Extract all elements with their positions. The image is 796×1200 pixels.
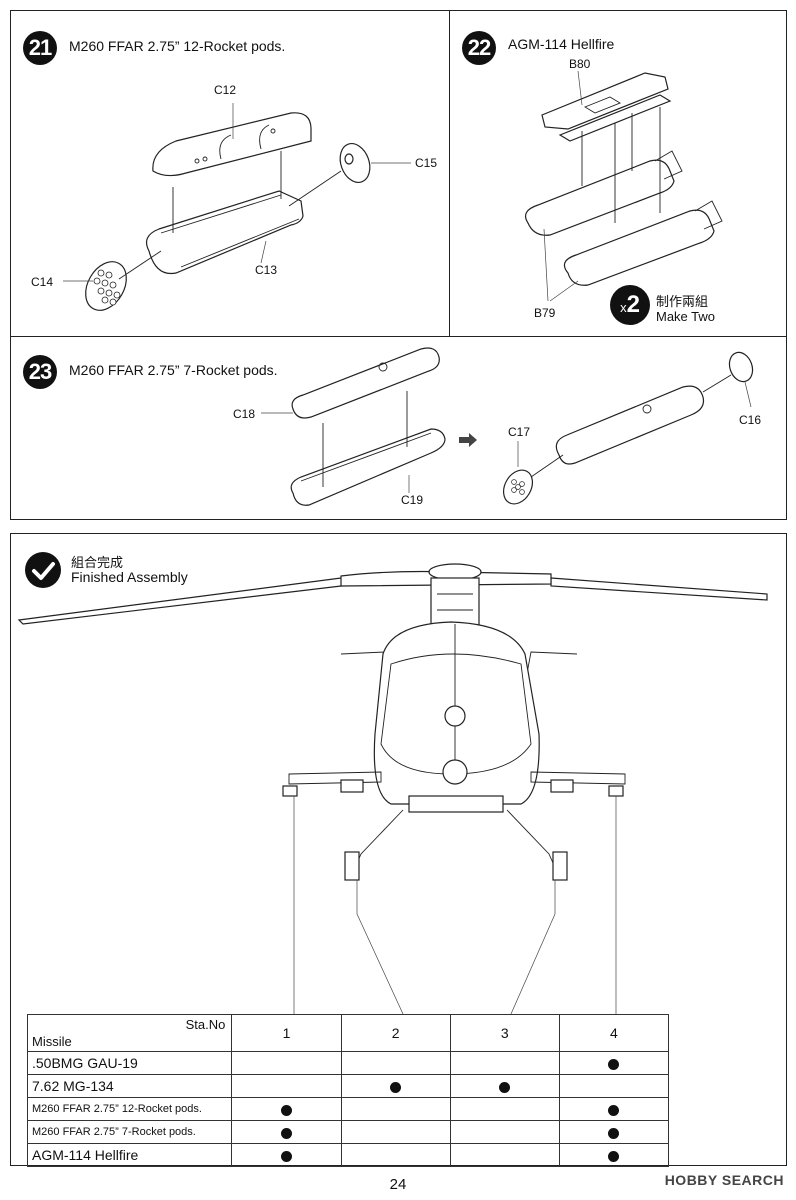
weapon-name: .50BMG GAU-19 — [26, 1051, 233, 1075]
make-two-multiplier: x2 — [610, 287, 650, 323]
part-label-c19: C19 — [401, 493, 424, 507]
step-21-panel: 21 M260 FFAR 2.75” 12-Rocket pods. C12 C… — [10, 10, 450, 337]
step-21-title: M260 FFAR 2.75” 12-Rocket pods. — [69, 38, 286, 54]
station-dot-icon — [608, 1058, 620, 1070]
part-label-c17: C17 — [508, 425, 531, 439]
step-22-panel: 22 AGM-114 Hellfire B80 B79 x2 制作兩組 Make… — [449, 10, 787, 337]
multiplier-x: x — [620, 300, 627, 315]
station-header-4: 4 — [558, 1014, 670, 1052]
station-mark — [558, 1074, 670, 1098]
station-mark — [449, 1051, 560, 1075]
station-header-2: 2 — [340, 1014, 451, 1052]
make-two-en: Make Two — [656, 309, 716, 324]
station-dot-icon — [608, 1150, 620, 1162]
station-dot-icon — [280, 1104, 292, 1116]
station-mark — [231, 1051, 342, 1075]
weapon-name: AGM-114 Hellfire — [26, 1143, 233, 1167]
station-mark — [558, 1051, 670, 1075]
weapon-name: 7.62 MG-134 — [26, 1074, 233, 1098]
station-dot-icon — [499, 1081, 511, 1093]
step-23-title: M260 FFAR 2.75” 7-Rocket pods. — [69, 362, 278, 378]
station-mark — [231, 1120, 342, 1144]
table-row: M260 FFAR 2.75” 7-Rocket pods. — [26, 1120, 670, 1144]
station-header-1: 1 — [231, 1014, 342, 1052]
station-mark — [340, 1143, 451, 1167]
step-23-badge: 23 — [23, 355, 57, 389]
step-21-drawing — [63, 103, 411, 311]
multiplier-n: 2 — [626, 291, 640, 318]
station-mark — [231, 1143, 342, 1167]
station-mark — [558, 1120, 670, 1144]
part-label-c12: C12 — [214, 83, 237, 97]
step-21-badge: 21 — [23, 31, 57, 65]
station-mark — [449, 1120, 560, 1144]
station-dot-icon — [608, 1127, 620, 1139]
part-label-b79: B79 — [534, 306, 556, 320]
step-22-drawing — [525, 70, 723, 325]
corner-missile-label: Missile — [32, 1034, 72, 1049]
part-label-c15: C15 — [415, 156, 438, 170]
station-dot-icon — [390, 1081, 402, 1093]
part-label-c18: C18 — [233, 407, 256, 421]
station-loadout-table: Sta.No Missile 1 2 3 4 .50BMG GAU-19 7.6… — [26, 1014, 670, 1167]
step-23-panel: 23 M260 FFAR 2.75” 7-Rocket pods. C18 C1… — [10, 336, 787, 520]
step-23-drawing — [261, 347, 754, 506]
station-dot-icon — [608, 1104, 620, 1116]
station-mark — [340, 1051, 451, 1075]
table-row: 7.62 MG-134 — [26, 1074, 670, 1098]
weapon-name: M260 FFAR 2.75” 7-Rocket pods. — [26, 1120, 233, 1144]
station-dot-icon — [280, 1150, 292, 1162]
weapon-name: M260 FFAR 2.75” 12-Rocket pods. — [26, 1097, 233, 1121]
station-dot-icon — [280, 1127, 292, 1139]
part-label-c14: C14 — [31, 275, 54, 289]
part-label-c16: C16 — [739, 413, 762, 427]
station-mark — [231, 1074, 342, 1098]
finished-title-en: Finished Assembly — [71, 569, 188, 585]
station-mark — [558, 1143, 670, 1167]
station-mark — [340, 1097, 451, 1121]
step-22-title: AGM-114 Hellfire — [508, 36, 615, 52]
table-header-row: Sta.No Missile 1 2 3 4 — [26, 1014, 670, 1052]
station-mark — [231, 1097, 342, 1121]
table-row: M260 FFAR 2.75” 12-Rocket pods. — [26, 1097, 670, 1121]
part-label-b80: B80 — [569, 57, 591, 71]
make-two-cn: 制作兩組 — [656, 294, 709, 309]
station-mark — [449, 1074, 560, 1098]
station-mark — [558, 1097, 670, 1121]
page-number: 24 — [389, 1176, 407, 1193]
finished-title-cn: 組合完成 — [71, 555, 124, 570]
part-label-c13: C13 — [255, 263, 278, 277]
table-corner-cell: Sta.No Missile — [26, 1014, 233, 1052]
station-mark — [449, 1143, 560, 1167]
station-header-3: 3 — [449, 1014, 560, 1052]
station-mark — [340, 1074, 451, 1098]
table-row: .50BMG GAU-19 — [26, 1051, 670, 1075]
helicopter-front-view — [17, 563, 768, 1015]
table-row: AGM-114 Hellfire — [26, 1143, 670, 1167]
watermark: HOBBY SEARCH — [664, 1172, 784, 1188]
corner-station-label: Sta.No — [185, 1017, 226, 1032]
step-22-badge: 22 — [462, 31, 496, 65]
station-mark — [449, 1097, 560, 1121]
check-icon — [25, 552, 61, 588]
station-mark — [340, 1120, 451, 1144]
